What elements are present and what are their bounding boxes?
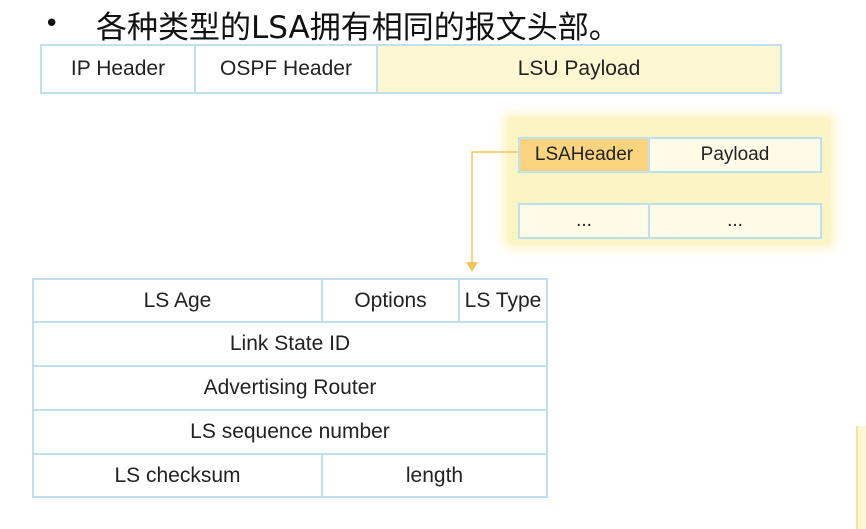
- link-state-id-field: Link State ID: [32, 321, 548, 367]
- advertising-router-field: Advertising Router: [32, 365, 548, 411]
- lsa-header-cell: LSAHeader: [518, 137, 650, 173]
- ls-type-field: LS Type: [458, 278, 548, 323]
- title-text: 各种类型的LSA拥有相同的报文头部。: [96, 9, 620, 46]
- options-field: Options: [321, 278, 460, 323]
- length-field: length: [321, 453, 548, 498]
- ls-sequence-number-field: LS sequence number: [32, 409, 548, 455]
- ip-header-cell: IP Header: [40, 44, 196, 94]
- ospf-header-cell: OSPF Header: [194, 44, 378, 94]
- lsu-payload-cell: LSU Payload: [376, 44, 782, 94]
- ellipsis-cell-1: ...: [518, 203, 650, 239]
- ls-age-field: LS Age: [32, 278, 323, 323]
- edge-decoration: [856, 426, 866, 529]
- ls-checksum-field: LS checksum: [32, 453, 323, 498]
- slide-title: • 各种类型的LSA拥有相同的报文头部。: [44, 2, 620, 46]
- arrow-head-icon: [466, 262, 478, 272]
- ellipsis-cell-2: ...: [648, 203, 822, 239]
- bullet: •: [44, 9, 60, 39]
- lsa-payload-cell: Payload: [648, 137, 822, 173]
